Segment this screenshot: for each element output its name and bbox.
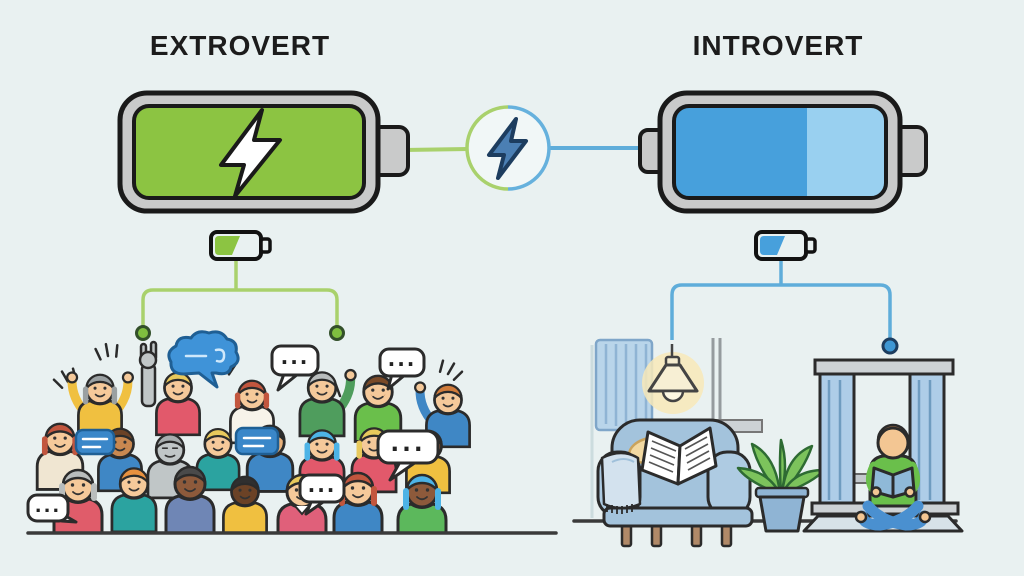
connector-bracket-extrovert	[141, 261, 339, 328]
crowd-scene: ... ... ... ... ...	[26, 330, 471, 533]
person	[164, 465, 216, 533]
excitement-lines	[436, 356, 465, 383]
hair	[876, 423, 910, 441]
extrovert-battery	[117, 90, 410, 214]
mini-charge	[215, 236, 240, 255]
svg-text:...: ...	[35, 496, 62, 517]
charge-bolt-icon	[487, 117, 528, 180]
ring-right-half	[507, 105, 551, 191]
hand	[904, 486, 916, 498]
foot	[854, 510, 868, 524]
armchair	[596, 418, 754, 548]
speech-bubble: ...	[378, 347, 426, 391]
svg-text:...: ...	[308, 473, 337, 497]
person	[110, 467, 158, 533]
speech-bubble: ...	[376, 429, 440, 482]
chat-box-icon	[74, 428, 116, 456]
potted-plant	[736, 438, 826, 533]
connector-dot-left	[135, 325, 151, 341]
mini-terminal	[804, 237, 817, 254]
extrovert-title: EXTROVERT	[149, 30, 331, 61]
person	[66, 371, 134, 439]
person-statue	[146, 433, 194, 500]
chair-base	[602, 506, 754, 528]
open-book	[640, 426, 718, 486]
hand	[870, 486, 882, 498]
person	[414, 381, 471, 449]
thought-cloud	[167, 330, 240, 389]
ring-left-half	[465, 105, 509, 191]
connector-dot-window	[881, 337, 899, 355]
reading-scene	[572, 338, 964, 548]
charge-wire-left	[403, 147, 469, 152]
battery-charge-dark	[674, 106, 807, 198]
person	[396, 473, 448, 533]
seated-reader	[854, 423, 932, 531]
mini-terminal	[259, 237, 272, 254]
statue-hand	[138, 340, 158, 408]
lightning-bolt-icon	[219, 108, 282, 198]
speech-bubble: ...	[26, 493, 78, 524]
introvert-battery	[638, 90, 928, 214]
person	[353, 374, 403, 443]
lintel	[813, 358, 955, 376]
pendant-lamp-icon	[647, 344, 699, 403]
speech-bubble: ...	[270, 344, 320, 392]
person	[229, 379, 275, 445]
window-seat	[802, 358, 964, 533]
person	[195, 427, 241, 492]
svg-text:...: ...	[388, 347, 417, 371]
person	[298, 368, 357, 438]
mini-battery-introvert	[754, 230, 817, 261]
person	[222, 475, 268, 533]
mini-charge	[760, 236, 785, 255]
person	[298, 429, 346, 496]
chat-box-icon	[234, 426, 280, 456]
speech-bubble: ...	[298, 473, 346, 516]
svg-text:...: ...	[281, 345, 310, 369]
battery-inner-outline	[672, 104, 888, 200]
charging-circle	[465, 105, 551, 191]
person	[155, 371, 201, 437]
connector-dot-right	[329, 325, 345, 341]
introvert-title: INTROVERT	[692, 30, 864, 61]
excitement-lines	[93, 341, 121, 362]
foot	[918, 510, 932, 524]
svg-text:...: ...	[390, 431, 425, 457]
connector-bracket-introvert	[670, 261, 892, 340]
mini-battery-extrovert	[209, 230, 272, 261]
curtain-column	[818, 372, 856, 508]
blanket	[600, 451, 642, 514]
